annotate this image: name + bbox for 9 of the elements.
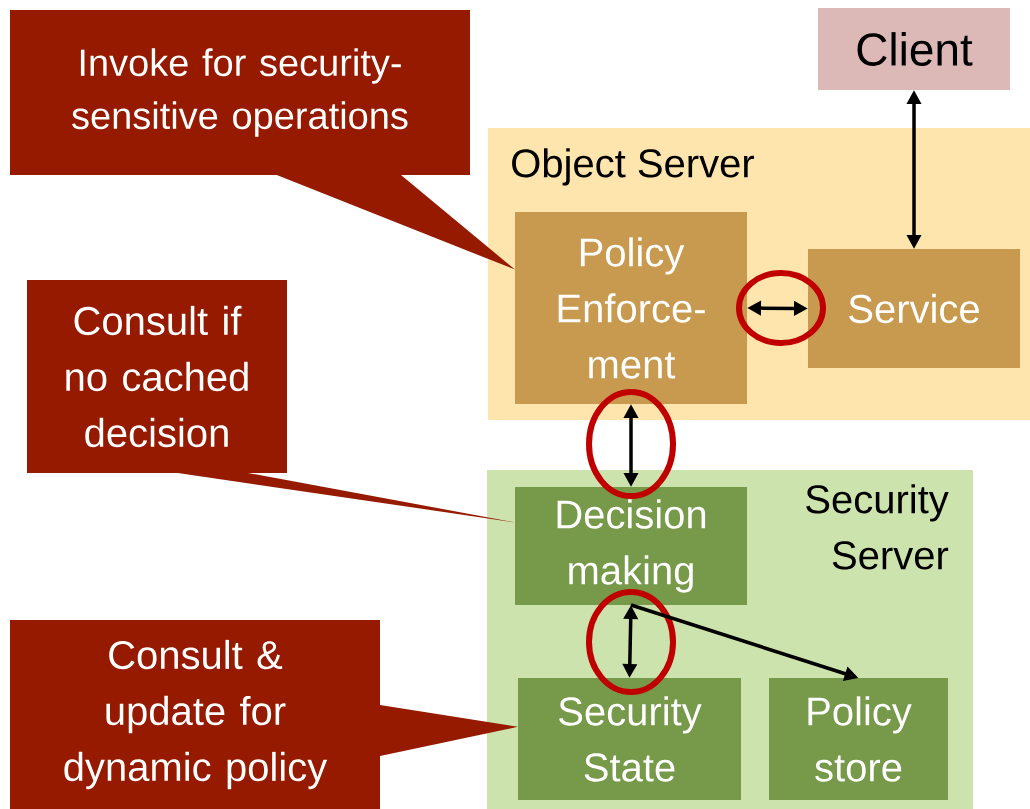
component-box: Decision making <box>515 487 747 605</box>
component-box: Security State <box>518 678 741 800</box>
client-box: Client <box>818 8 1010 90</box>
callout-box: Consult & update for dynamic policy <box>10 620 380 809</box>
callout-tail <box>276 175 515 270</box>
component-box: Policy Enforce-ment <box>515 212 747 404</box>
component-box: Policy store <box>769 678 948 800</box>
callout-tail <box>380 705 518 757</box>
component-box: Service <box>808 249 1020 368</box>
